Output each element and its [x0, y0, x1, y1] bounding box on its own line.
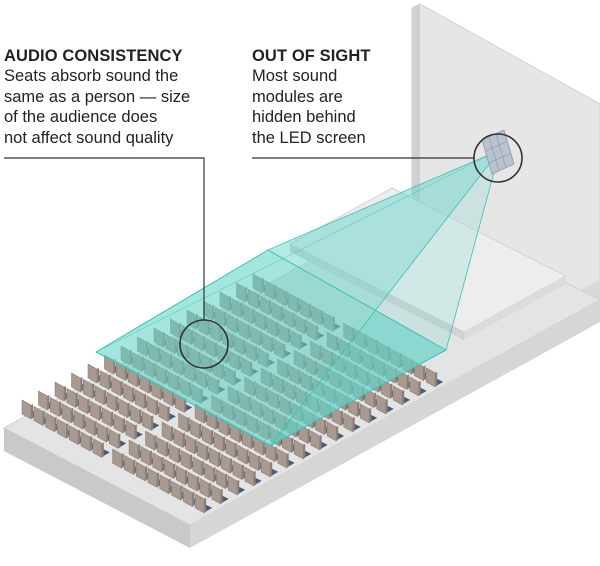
theater-seat-icon — [277, 448, 295, 469]
theater-seat-icon — [306, 320, 325, 341]
theater-seat-icon — [366, 335, 385, 356]
theater-seat-icon — [224, 365, 242, 386]
theater-seat-icon — [180, 449, 198, 470]
out-of-sight-callout: OUT OF SIGHT Most sound modules are hidd… — [252, 47, 442, 148]
beam-edge-3 — [269, 149, 501, 447]
theater-seat-icon — [101, 407, 120, 428]
audio-callout-text: Seats absorb sound the same as a person … — [4, 66, 254, 148]
theater-seat-icon — [142, 410, 160, 431]
audio-callout-line: not affect sound quality — [4, 128, 174, 147]
theater-seat-icon — [197, 440, 215, 461]
seating-rows — [21, 273, 444, 514]
floor-front — [4, 428, 190, 548]
sight-callout-line: modules are — [252, 87, 343, 106]
theater-seat-icon — [425, 367, 444, 388]
theater-seat-icon — [273, 338, 292, 359]
callout-leaders — [4, 133, 523, 369]
audio-consistency-callout: AUDIO CONSISTENCY Seats absorb sound the… — [4, 47, 254, 148]
theater-seat-icon — [265, 442, 283, 463]
theater-seat-icon — [73, 409, 91, 430]
theater-seat-icon — [392, 385, 411, 406]
sight-callout-line: Most sound — [252, 67, 338, 85]
theater-seat-icon — [257, 347, 275, 368]
theater-seat-icon — [289, 365, 307, 386]
theater-seat-icon — [236, 282, 254, 303]
theater-seat-icon — [362, 350, 380, 371]
theater-seat-icon — [109, 428, 127, 449]
theater-seat-icon — [68, 425, 87, 446]
theater-seat-icon — [213, 431, 231, 452]
sight-callout-text: Most sound modules are hidden behind the… — [252, 66, 442, 148]
theater-seat-icon — [272, 374, 290, 395]
audio-callout-line: same as a person — size — [4, 87, 191, 106]
theater-seat-icon — [336, 390, 354, 411]
beam-edge-1 — [267, 149, 501, 251]
theater-seat-icon — [409, 376, 427, 397]
sound-field — [94, 149, 501, 447]
theater-seat-icon — [184, 362, 202, 383]
theater-seat-icon — [130, 404, 148, 425]
theater-seat-icon — [208, 374, 226, 395]
theater-seat-icon — [220, 453, 239, 474]
theater-seat-icon — [225, 438, 243, 459]
theater-seat-icon — [211, 484, 229, 505]
theater-seat-icon — [244, 466, 262, 487]
theater-seat-icon — [283, 308, 301, 329]
theater-seat-icon — [61, 403, 80, 424]
theater-seat-icon — [359, 403, 378, 424]
audio-callout-line: of the audience does — [4, 108, 158, 126]
theater-seat-icon — [229, 350, 247, 371]
theater-seat-icon — [191, 383, 209, 404]
sight-callout-line: the LED screen — [252, 128, 366, 147]
theater-seat-icon — [343, 412, 361, 433]
theater-seat-icon — [85, 416, 103, 437]
theater-seat-icon — [310, 430, 328, 451]
audio-leader-line — [4, 157, 205, 320]
sight-callout-title: OUT OF SIGHT — [252, 47, 371, 65]
theater-seat-icon — [176, 465, 194, 486]
floor-side — [190, 300, 600, 548]
theater-seat-icon — [278, 323, 296, 344]
audio-callout-title: AUDIO CONSISTENCY — [4, 47, 183, 65]
beam-edge-4 — [95, 149, 501, 353]
theater-seat-icon — [227, 475, 246, 496]
theater-seat-icon — [310, 340, 328, 361]
theater-seat-icon — [378, 341, 396, 362]
theater-seat-icon — [326, 421, 345, 442]
speaker-module-icon — [481, 129, 515, 175]
theater-seat-icon — [205, 337, 223, 358]
stage-front — [290, 244, 464, 340]
theater-seat-icon — [106, 391, 124, 412]
audio-callout-line: Seats absorb sound the — [4, 67, 179, 85]
theater-seat-icon — [323, 311, 341, 332]
theater-seat-icon — [120, 345, 138, 366]
beam-edge-2 — [445, 149, 501, 351]
theater-seat-icon — [179, 377, 197, 398]
theater-seat-icon — [125, 419, 143, 440]
theater-seat-icon — [376, 394, 394, 415]
theater-seat-icon — [260, 457, 279, 478]
theater-seat-icon — [241, 356, 259, 377]
theater-seat-icon — [252, 273, 270, 294]
screen-wall-edge — [412, 4, 420, 212]
theater-seat-icon — [132, 351, 150, 372]
sight-callout-line: hidden behind — [252, 108, 356, 126]
theater-seat-icon — [92, 437, 110, 458]
theater-seat-icon — [158, 401, 176, 422]
theater-seat-icon — [248, 288, 266, 309]
theater-seat-icon — [290, 329, 308, 350]
theater-seat-icon — [293, 439, 312, 460]
theater-seat-icon — [317, 362, 335, 383]
theater-seat-icon — [232, 460, 250, 481]
stage-platform — [288, 187, 568, 340]
stage-side — [464, 276, 566, 340]
theater-seat-icon — [315, 415, 333, 436]
theater-seat-icon — [194, 493, 213, 514]
sound-beam-side — [96, 150, 500, 446]
